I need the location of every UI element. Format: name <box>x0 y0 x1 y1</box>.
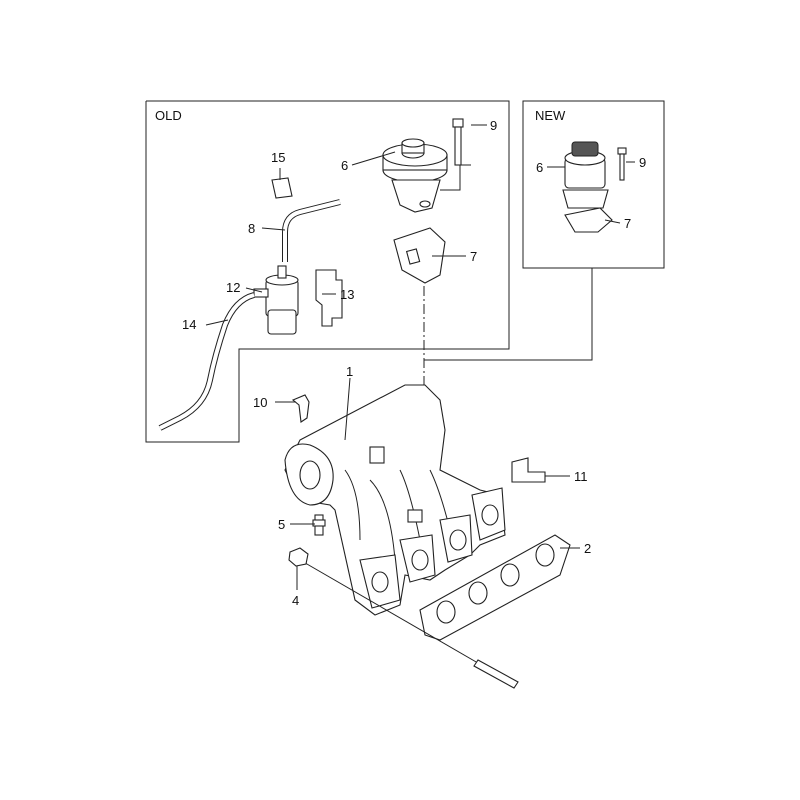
bracket-11 <box>511 457 546 483</box>
callout-5: 5 <box>278 517 285 532</box>
egr-solenoid <box>253 265 299 335</box>
callout-9-new: 9 <box>639 155 646 170</box>
callout-1: 1 <box>346 364 353 379</box>
new-panel-border <box>522 100 665 269</box>
bolt-old <box>452 118 464 166</box>
egr-gasket-new <box>564 207 613 233</box>
callout-6-new: 6 <box>536 160 543 175</box>
intake-manifold <box>284 384 506 616</box>
leader-lines <box>205 124 635 590</box>
callout-2: 2 <box>584 541 591 556</box>
sensor <box>312 514 326 536</box>
callout-6-old: 6 <box>341 158 348 173</box>
gasket-port <box>468 581 488 605</box>
egr-gasket-old <box>393 227 446 284</box>
callout-9-old: 9 <box>490 118 497 133</box>
callout-13: 13 <box>340 287 354 302</box>
callout-14: 14 <box>182 317 196 332</box>
bolt-new <box>617 147 627 181</box>
vacuum-hose <box>282 199 341 262</box>
stud-bolt <box>299 559 519 689</box>
new-panel-title: NEW <box>535 108 566 123</box>
callout-11: 11 <box>574 469 588 484</box>
gasket-port <box>535 543 555 567</box>
hose-clip <box>271 177 293 199</box>
callout-4: 4 <box>292 593 299 608</box>
callout-10: 10 <box>253 395 267 410</box>
callout-8: 8 <box>248 221 255 236</box>
gasket-port <box>405 248 421 265</box>
callout-12: 12 <box>226 280 240 295</box>
old-panel-border <box>145 100 510 443</box>
gasket-port <box>436 600 456 624</box>
old-panel-title: OLD <box>155 108 182 123</box>
egr-valve-new <box>562 141 609 209</box>
callout-7-new: 7 <box>624 216 631 231</box>
bracket-10 <box>291 394 310 423</box>
callout-15: 15 <box>271 150 285 165</box>
vent-hose <box>158 292 255 431</box>
egr-valve-old <box>382 138 448 213</box>
callout-7-old: 7 <box>470 249 477 264</box>
new-panel-connector <box>424 268 593 361</box>
manifold-gasket <box>419 534 571 641</box>
nut <box>288 547 309 567</box>
gasket-port <box>500 563 520 587</box>
solenoid-bracket <box>315 269 343 327</box>
